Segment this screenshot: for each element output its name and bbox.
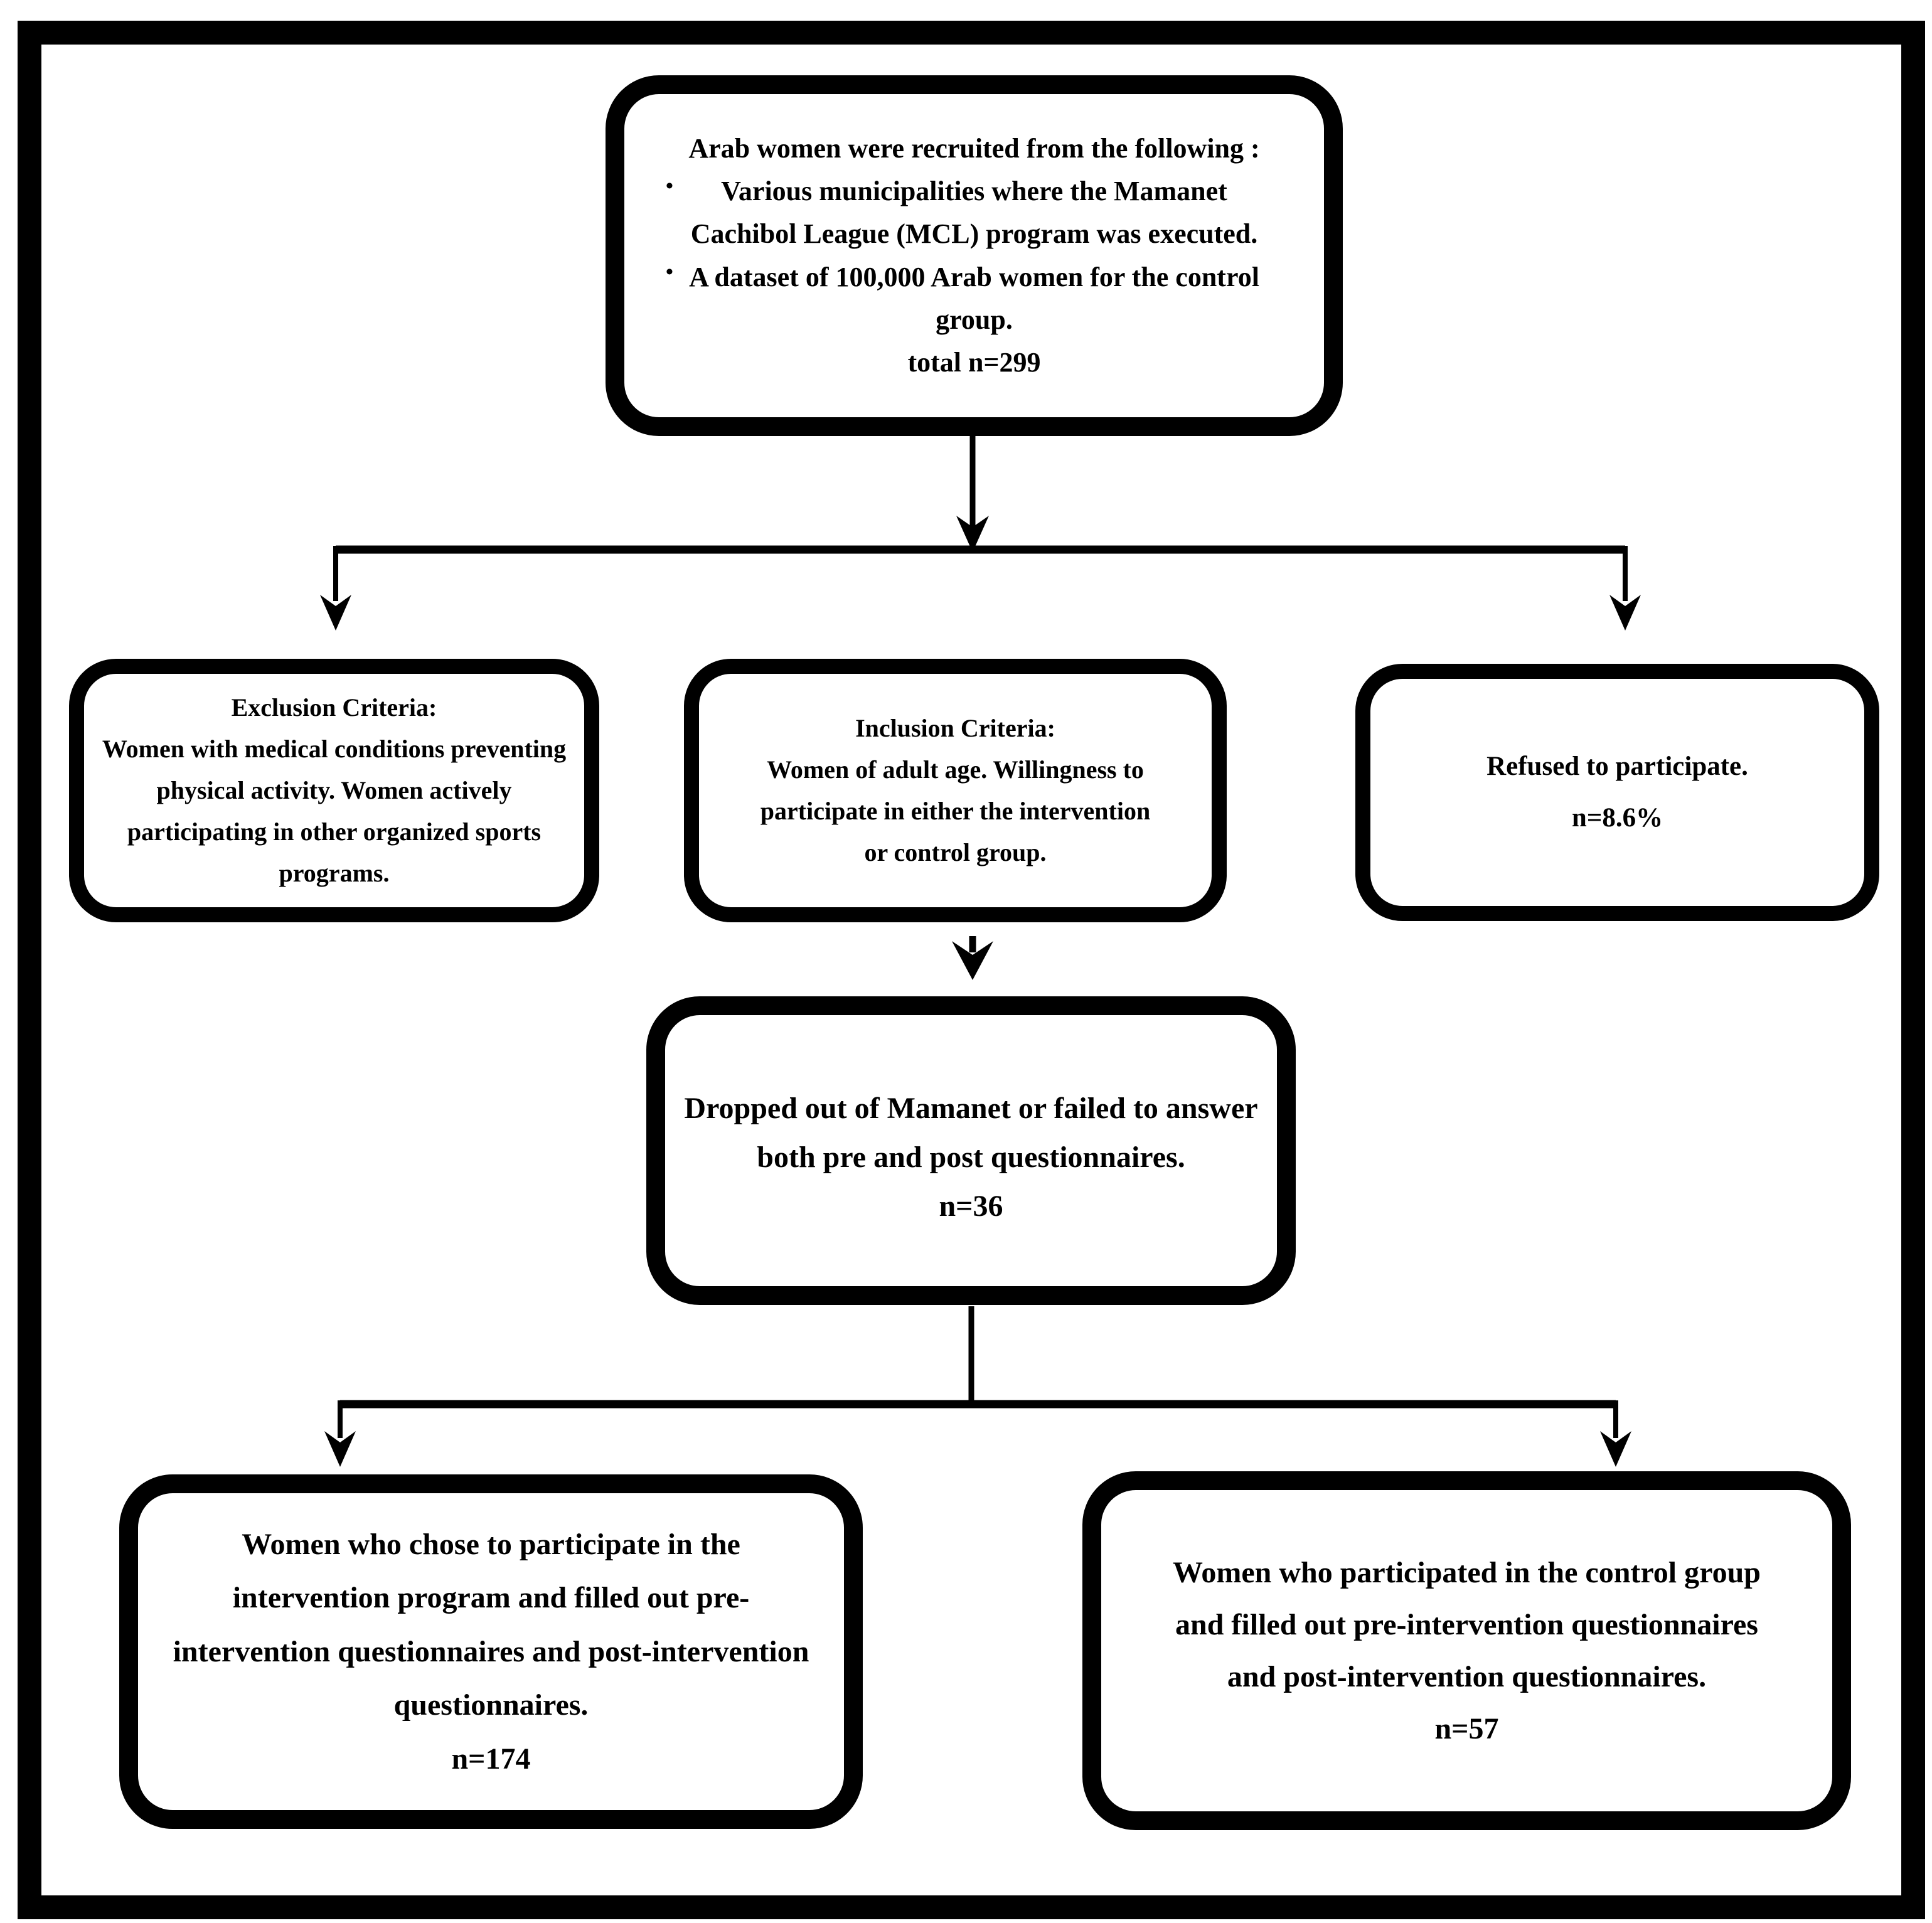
recruitment-bullet-2-text: A dataset of 100,000 Arab women for the … (689, 261, 1259, 335)
intervention-group-box: Women who chose to participate in the in… (119, 1474, 863, 1829)
recruitment-bullet-1: • Various municipalities where the Maman… (636, 170, 1313, 255)
recruitment-bullet-2: • A dataset of 100,000 Arab women for th… (636, 256, 1313, 341)
control-text: Women who participated in the control gr… (1173, 1555, 1761, 1693)
inclusion-body: Women of adult age. Willingness to parti… (760, 755, 1151, 866)
recruitment-total: total n=299 (907, 346, 1041, 378)
bullet-dot: • (666, 174, 673, 198)
arrow-to-refused (1609, 546, 1641, 631)
refused-count: n=8.6% (1571, 803, 1663, 833)
dropped-count: n=36 (939, 1189, 1003, 1223)
recruitment-heading: Arab women were recruited from the follo… (688, 132, 1260, 164)
bullet-dot: • (666, 260, 673, 284)
dropped-out-box: Dropped out of Mamanet or failed to answ… (646, 996, 1296, 1305)
arrow-to-exclusion (320, 546, 351, 631)
exclusion-criteria-box: Exclusion Criteria: Women with medical c… (69, 659, 599, 922)
intervention-count: n=174 (451, 1742, 531, 1776)
dropped-text: Dropped out of Mamanet or failed to answ… (684, 1092, 1258, 1174)
exclusion-body: Women with medical conditions preventing… (102, 735, 567, 887)
arrow-to-control (1600, 1400, 1631, 1467)
recruitment-bullet-1-text: Various municipalities where the Mamanet… (690, 176, 1258, 250)
refused-box: Refused to participate. n=8.6% (1355, 664, 1879, 921)
control-group-box: Women who participated in the control gr… (1082, 1471, 1851, 1830)
inclusion-heading: Inclusion Criteria: (855, 714, 1055, 742)
exclusion-heading: Exclusion Criteria: (231, 693, 437, 722)
arrow-inclusion-to-dropped (952, 936, 993, 980)
control-count: n=57 (1434, 1712, 1499, 1746)
dropped-text-block: Dropped out of Mamanet or failed to answ… (668, 1084, 1274, 1230)
inclusion-criteria-box: Inclusion Criteria: Women of adult age. … (684, 659, 1227, 922)
intervention-text: Women who chose to participate in the in… (173, 1527, 809, 1722)
recruitment-box: Arab women were recruited from the follo… (606, 75, 1343, 436)
arrow-top-to-branch (956, 436, 989, 552)
arrow-to-intervention (324, 1400, 356, 1467)
refused-text: Refused to participate. (1486, 752, 1748, 782)
